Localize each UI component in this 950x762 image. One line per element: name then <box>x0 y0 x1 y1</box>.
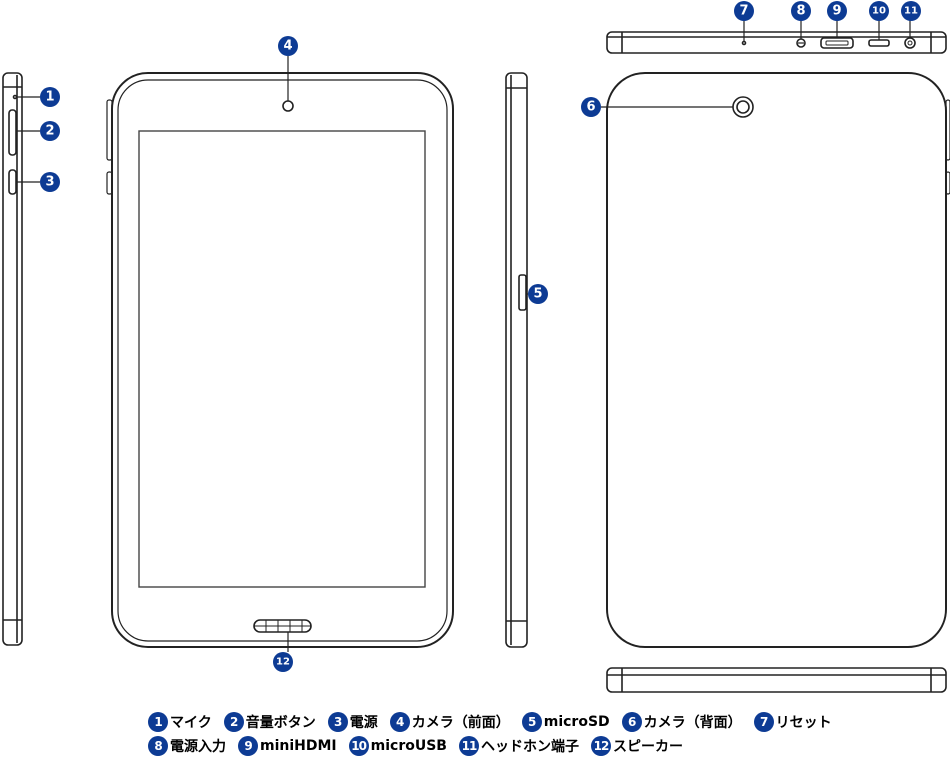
svg-text:5: 5 <box>533 287 542 302</box>
microusb-port <box>868 39 890 47</box>
svg-text:12: 12 <box>276 657 290 668</box>
badge-3: 3 <box>40 172 60 192</box>
legend-label: 電源 <box>349 715 378 731</box>
power-button <box>8 169 17 195</box>
legend-label: カメラ（前面） <box>411 715 510 731</box>
legend-label: ヘッドホン端子 <box>480 739 579 755</box>
legend-label: リセット <box>775 715 832 731</box>
svg-text:10: 10 <box>872 6 886 17</box>
legend-label: マイク <box>170 715 212 731</box>
legend-label: スピーカー <box>612 739 683 755</box>
reset-hole <box>741 40 747 46</box>
legend-badge: 3 <box>327 712 348 732</box>
legend-label: microSD <box>543 714 610 730</box>
badge-12: 12 <box>273 652 293 672</box>
svg-text:9: 9 <box>832 4 841 19</box>
svg-text:11: 11 <box>904 6 918 17</box>
badge-4: 4 <box>278 36 298 56</box>
legend-badge: 9 <box>238 736 258 756</box>
badge-10: 10 <box>869 1 889 21</box>
svg-text:2: 2 <box>45 124 54 139</box>
svg-text:1: 1 <box>45 90 54 105</box>
badge-7: 7 <box>734 1 754 21</box>
volume-button <box>8 109 17 156</box>
badge-5: 5 <box>528 284 548 304</box>
microsd-slot <box>518 274 527 311</box>
legend-label: miniHDMI <box>260 738 337 754</box>
bottom-edge-view <box>606 667 947 693</box>
badge-6: 6 <box>581 97 601 117</box>
svg-text:4: 4 <box>283 39 292 54</box>
legend-label: 音量ボタン <box>245 715 316 731</box>
front-screen <box>138 130 426 588</box>
front-camera <box>282 100 294 112</box>
legend-label: microUSB <box>370 738 447 754</box>
badge-8: 8 <box>791 1 811 21</box>
legend-badge: 7 <box>753 712 774 732</box>
microphone-hole <box>12 94 18 100</box>
rear-camera <box>732 96 754 118</box>
left-side-view <box>2 72 23 646</box>
badge-9: 9 <box>827 1 847 21</box>
legend-badge: 11 <box>458 736 479 756</box>
right-side-view <box>505 72 528 648</box>
legend-badge: 12 <box>590 736 611 756</box>
callout-badges: 1 2 3 4 5 6 7 8 9 10 11 12 <box>40 1 921 672</box>
legend-badge: 1 <box>148 712 168 732</box>
legend-label: カメラ（背面） <box>643 715 742 731</box>
svg-text:6: 6 <box>586 100 595 115</box>
front-view <box>106 72 454 648</box>
headphone-jack <box>904 37 916 49</box>
back-view <box>606 72 950 648</box>
legend-badge: 5 <box>521 712 542 732</box>
legend-badge: 4 <box>389 712 410 732</box>
badge-1: 1 <box>40 87 60 107</box>
svg-text:7: 7 <box>739 4 748 19</box>
legend-badge: 10 <box>348 736 369 756</box>
legend-badge: 8 <box>148 736 168 756</box>
svg-text:8: 8 <box>796 4 805 19</box>
svg-text:3: 3 <box>45 175 54 190</box>
top-edge-view <box>606 31 947 54</box>
badge-11: 11 <box>901 1 921 21</box>
badge-2: 2 <box>40 121 60 141</box>
legend-label: 電源入力 <box>170 739 226 755</box>
legend-badge: 6 <box>621 712 642 732</box>
legend-badge: 2 <box>223 712 244 732</box>
